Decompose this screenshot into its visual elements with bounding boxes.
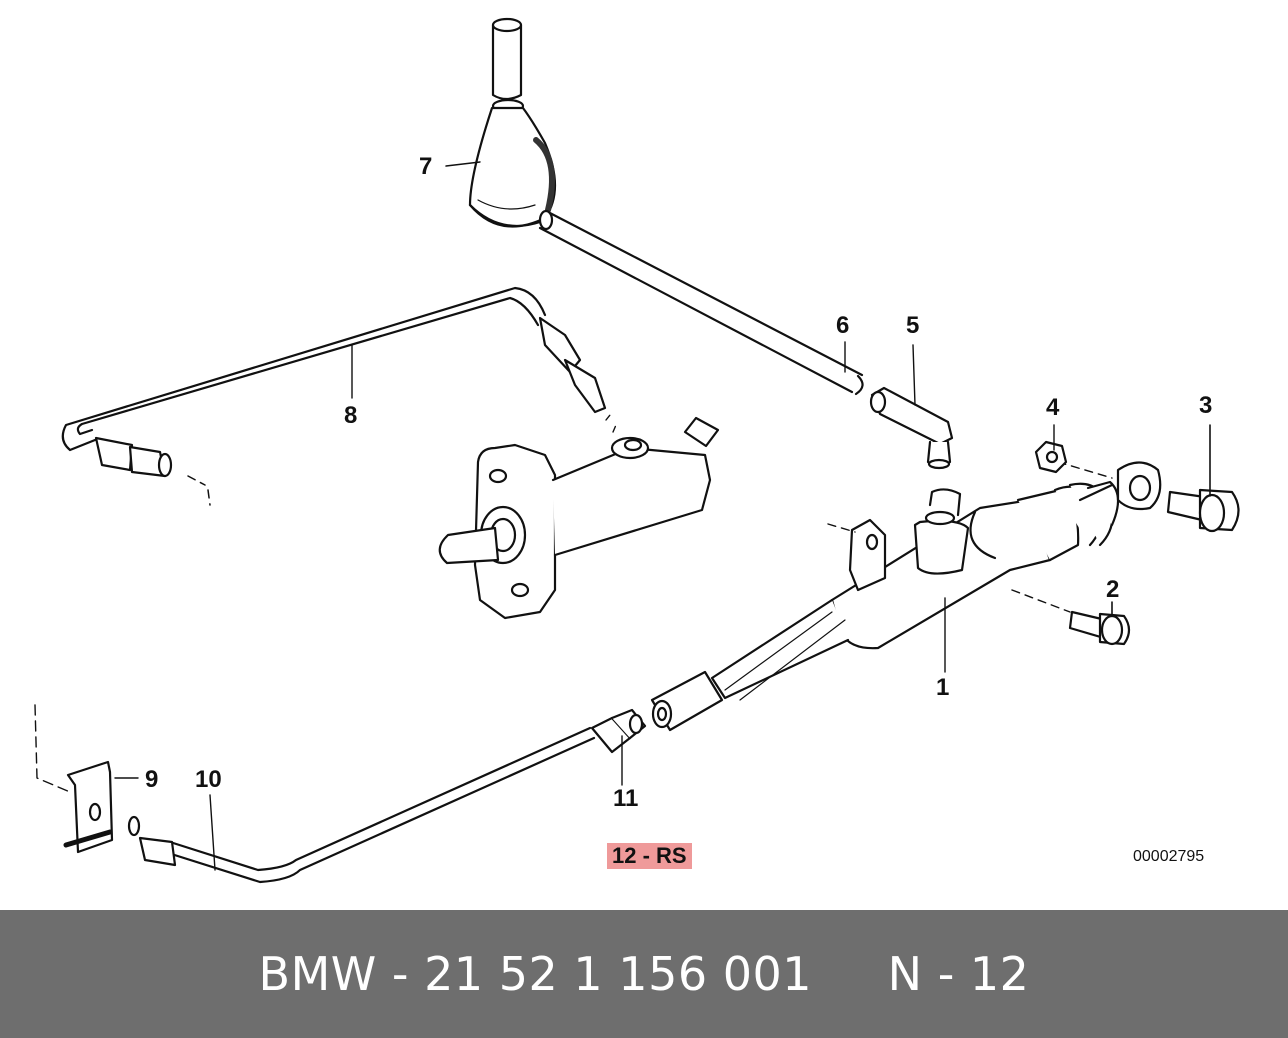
callout-10[interactable]: 10: [195, 766, 222, 793]
part-1-master-cylinder: [650, 461, 1120, 732]
part-3-bolt: [1166, 424, 1240, 533]
part-2-bolt: [1068, 601, 1131, 646]
callout-1[interactable]: 1: [936, 674, 950, 701]
parts-diagram: 1 2 3 4 5 6 7 8 9 10 11 12 - RS 00002795: [34, 17, 1240, 884]
leader-lines: [114, 161, 1055, 871]
variant-badge: 12 - RS: [607, 843, 692, 870]
slave-cylinder: [438, 414, 720, 620]
callout-3[interactable]: 3: [1199, 392, 1213, 419]
part-7-boot: [468, 17, 557, 228]
callout-2[interactable]: 2: [1106, 576, 1120, 603]
pushrod-eye: [1078, 461, 1162, 511]
callout-6[interactable]: 6: [836, 312, 850, 339]
part-number-footer: BMW - 21 52 1 156 001 N - 12: [0, 910, 1288, 1038]
footer-position: N - 12: [887, 947, 1030, 1001]
exploded-view-drawing: [34, 17, 1240, 884]
part-6-hose: [538, 209, 864, 396]
callout-8[interactable]: 8: [344, 402, 358, 429]
part-9-bracket: [34, 704, 114, 854]
callout-7[interactable]: 7: [419, 153, 433, 180]
part-11-union: [590, 708, 647, 754]
callout-5[interactable]: 5: [906, 312, 920, 339]
callout-11[interactable]: 11: [613, 785, 639, 812]
callout-9[interactable]: 9: [145, 766, 159, 793]
part-4-nut: [1034, 440, 1068, 474]
footer-brand: BMW: [258, 947, 377, 1001]
diagram-number: 00002795: [1133, 848, 1205, 865]
part-8-pipe: [61, 286, 607, 506]
callout-4[interactable]: 4: [1046, 394, 1060, 421]
footer-part-number: 21 52 1 156 001: [424, 947, 813, 1001]
part-5-elbow: [869, 386, 954, 470]
footer-text: BMW - 21 52 1 156 001 N - 12: [258, 947, 1030, 1001]
part-10-pipe: [127, 726, 596, 884]
